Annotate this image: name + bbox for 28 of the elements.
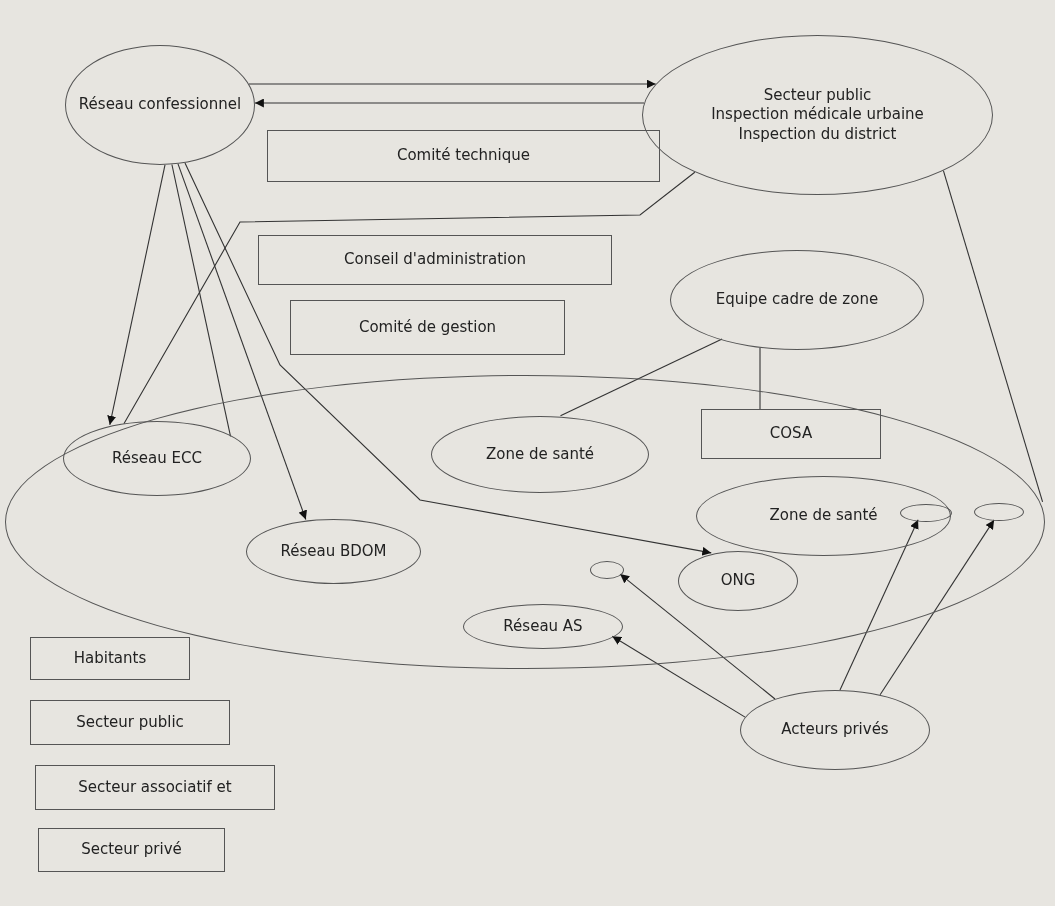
rectangle-node: [258, 235, 612, 285]
node-label: Secteur public: [74, 712, 186, 733]
arrow: [107, 164, 166, 426]
connector-line: [759, 347, 761, 411]
arrow: [879, 519, 995, 696]
rectangle-node: [290, 300, 565, 355]
arrow: [177, 163, 307, 521]
node-label: Secteur privé: [79, 840, 184, 860]
connector-line: [171, 163, 232, 437]
arrow: [184, 162, 712, 556]
arrow: [254, 98, 645, 108]
arrow: [839, 519, 919, 691]
arrow: [611, 635, 746, 718]
rectangle-node: [30, 700, 230, 745]
connector-line: [942, 170, 1044, 503]
rectangle-node: [701, 409, 881, 459]
connector-line: [123, 171, 696, 425]
arrow: [619, 573, 776, 700]
rectangle-node: [35, 765, 275, 810]
node-label: Comité technique: [394, 146, 533, 166]
arrow: [248, 79, 657, 89]
node-label: Inspection médicale urbaine: [709, 105, 926, 125]
rectangle-node: [30, 637, 190, 680]
node-label: Secteur public: [761, 85, 874, 106]
connector-line: [559, 338, 723, 417]
node-label: Acteurs privés: [779, 720, 891, 740]
rectangle-node: [267, 130, 660, 182]
rectangle-node: [38, 828, 225, 872]
